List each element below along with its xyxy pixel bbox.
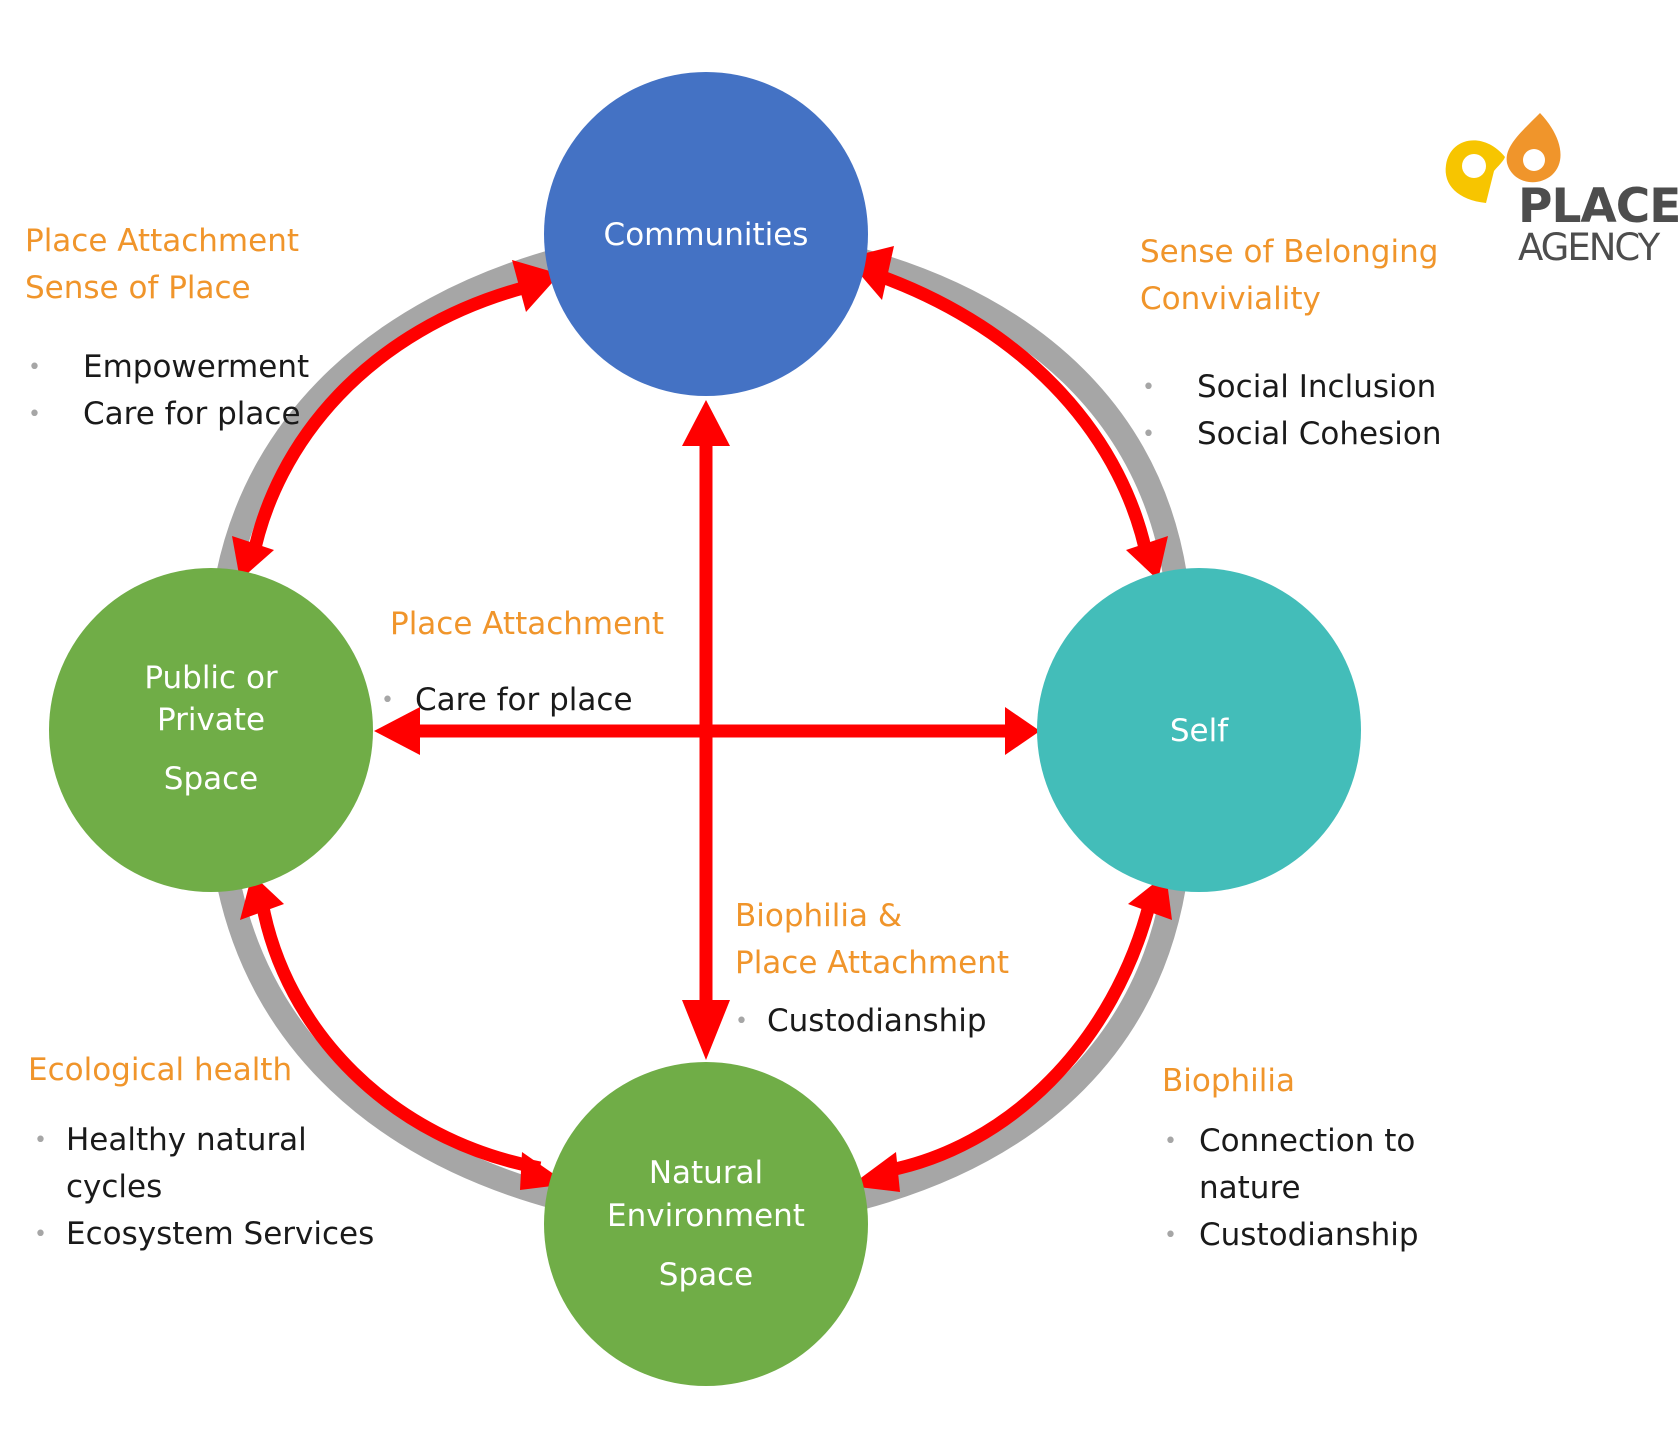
list-item: •Care for place <box>381 682 633 718</box>
list-item: •Custodianship <box>735 1003 987 1039</box>
node-natural-environment <box>544 1062 868 1386</box>
list-item: cycles <box>66 1169 163 1205</box>
ring-arc-bottom-left <box>216 877 562 1210</box>
top-left-list: •Empowerment •Care for place <box>28 344 309 438</box>
ring-arc-bottom-right <box>856 878 1187 1210</box>
node-natural-label-3: Space <box>659 1257 753 1293</box>
top-left-title-2: Sense of Place <box>25 270 251 306</box>
arrow-communities-self <box>874 268 1155 564</box>
center-list: •Care for place <box>381 677 633 724</box>
list-item: •Healthy natural <box>34 1122 307 1158</box>
arrowhead-down <box>682 1000 730 1060</box>
list-item: •Care for place <box>28 396 301 432</box>
node-self <box>1037 568 1361 892</box>
curved-arrows <box>245 268 1157 1179</box>
list-item: •Social Inclusion <box>1142 369 1437 405</box>
logo-place: PLACE <box>1518 179 1680 234</box>
list-item: •Ecosystem Services <box>34 1216 375 1252</box>
node-public-label-3: Space <box>164 761 258 797</box>
top-right-title-1: Sense of Belonging <box>1140 234 1439 270</box>
bottom-left-list: •Healthy natural cycles •Ecosystem Servi… <box>34 1117 374 1258</box>
ring-arc-top-left <box>216 248 562 578</box>
center-bottom-list: •Custodianship <box>735 998 987 1045</box>
arrowhead-left <box>374 707 420 755</box>
arrowhead-tl-bottom <box>232 536 274 580</box>
list-item: •Social Cohesion <box>1142 416 1442 452</box>
bottom-left-title: Ecological health <box>28 1052 293 1088</box>
ring-arc-top-right <box>856 248 1187 577</box>
top-right-list: •Social Inclusion •Social Cohesion <box>1142 364 1441 458</box>
arrow-communities-public <box>245 281 525 564</box>
center-bottom-title-1: Biophilia & <box>735 898 903 934</box>
arrowhead-br-bottom <box>850 1152 900 1192</box>
top-right-title-2: Conviviality <box>1140 281 1321 317</box>
list-item: nature <box>1199 1170 1301 1206</box>
node-communities <box>544 72 868 396</box>
node-public-space <box>49 568 373 892</box>
place-pin-icon <box>1445 113 1561 203</box>
top-left-title-1: Place Attachment <box>25 223 300 259</box>
arrowheads <box>232 246 1172 1192</box>
arrowhead-tl-top <box>512 260 560 312</box>
cross-arrows <box>420 446 1005 1000</box>
list-item: •Custodianship <box>1164 1217 1419 1253</box>
node-natural-label-2: Environment <box>607 1198 805 1234</box>
arrowhead-tr-bottom <box>1126 536 1168 580</box>
bottom-right-list: •Connection to nature •Custodianship <box>1164 1118 1419 1259</box>
node-public-label-1: Public or <box>144 660 278 696</box>
center-bottom-title-2: Place Attachment <box>735 945 1010 981</box>
grey-ring <box>216 248 1187 1210</box>
arrowhead-up <box>682 400 730 446</box>
arrow-self-natural <box>878 900 1157 1179</box>
arrowhead-right <box>1005 707 1040 755</box>
node-public-label-2: Private <box>157 702 265 738</box>
list-item: •Empowerment <box>28 349 310 385</box>
node-natural-label-1: Natural <box>649 1155 763 1191</box>
center-title: Place Attachment <box>390 606 665 642</box>
node-communities-label: Communities <box>604 217 809 253</box>
logo-agency: AGENCY <box>1518 226 1660 269</box>
list-item: •Connection to <box>1164 1123 1416 1159</box>
bottom-right-title: Biophilia <box>1162 1063 1296 1099</box>
arrow-public-natural <box>255 900 542 1175</box>
node-self-label: Self <box>1170 713 1229 749</box>
